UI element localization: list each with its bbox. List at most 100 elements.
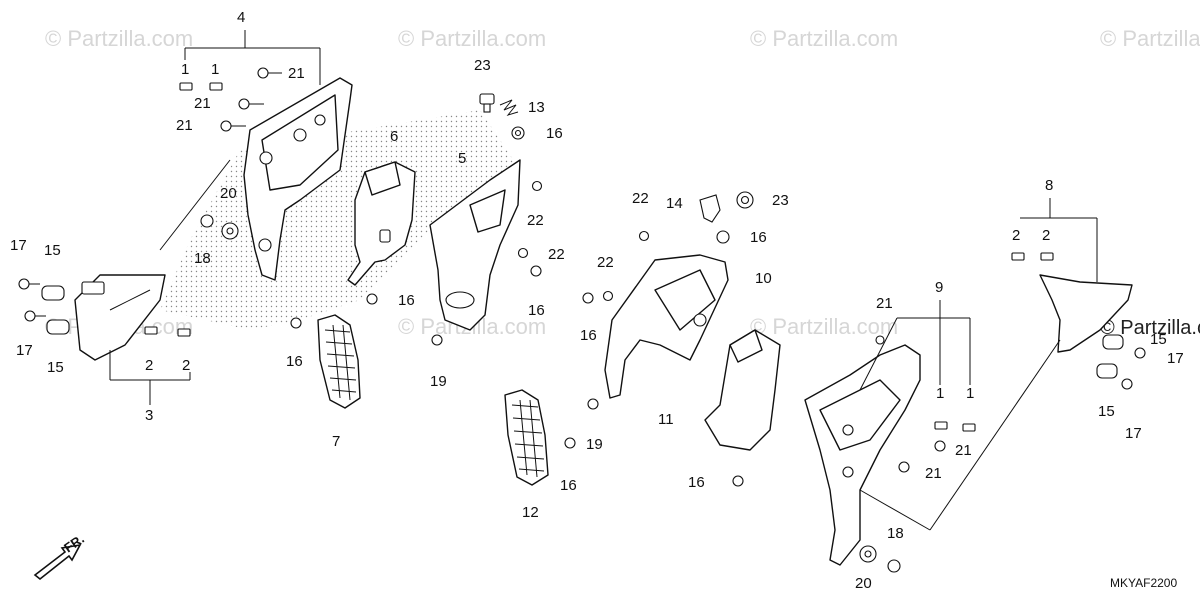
clip-icon — [177, 328, 191, 337]
callout-22: 22 — [527, 212, 544, 229]
collar-icon — [41, 285, 65, 301]
watermark-text: © Partzilla.com — [1100, 26, 1200, 51]
callout-21: 21 — [925, 465, 942, 482]
callout-23: 23 — [772, 192, 789, 209]
screw-icon — [934, 440, 946, 452]
screw-icon — [517, 247, 529, 259]
clip-icon — [144, 326, 158, 335]
screw-icon — [18, 278, 40, 290]
callout-2: 2 — [1042, 227, 1050, 244]
callout-23: 23 — [474, 57, 491, 74]
callout-9: 9 — [935, 279, 943, 296]
callout-15: 15 — [1098, 403, 1115, 420]
callout-15: 15 — [1150, 331, 1167, 348]
callout-21: 21 — [176, 117, 193, 134]
screw-icon — [875, 335, 885, 345]
callout-18: 18 — [887, 525, 904, 542]
bracket-icon — [699, 194, 721, 223]
screw-icon — [431, 334, 443, 346]
screw-icon — [24, 310, 46, 322]
callout-12: 12 — [522, 504, 539, 521]
nut-icon — [564, 437, 576, 449]
clip-icon — [209, 82, 223, 91]
watermark-text: © Partzilla.com — [750, 314, 898, 339]
washer-icon — [859, 545, 877, 563]
front-arrow-icon — [33, 543, 82, 581]
callout-19: 19 — [586, 436, 603, 453]
callout-16: 16 — [688, 474, 705, 491]
grommet-icon — [736, 191, 754, 209]
collar-icon — [1096, 363, 1118, 379]
bolt-icon — [479, 93, 495, 113]
callout-19: 19 — [430, 373, 447, 390]
screw-icon — [531, 180, 543, 192]
part-3-side-panel[interactable] — [74, 274, 166, 361]
callout-21: 21 — [955, 442, 972, 459]
callout-11: 11 — [658, 411, 674, 428]
screw-icon — [602, 290, 614, 302]
callout-20: 20 — [855, 575, 872, 592]
callout-16: 16 — [546, 125, 563, 142]
nut-icon — [732, 475, 744, 487]
callout-3: 3 — [145, 407, 153, 424]
part-9-front-cowl[interactable] — [804, 344, 921, 566]
part-8-side-panel[interactable] — [1039, 274, 1133, 353]
callout-22: 22 — [632, 190, 649, 207]
screw-icon — [1121, 378, 1133, 390]
callout-1: 1 — [936, 385, 944, 402]
clip-icon — [179, 82, 193, 91]
hardware-layer — [18, 67, 1146, 573]
screw-icon — [587, 398, 599, 410]
part-12-grille[interactable] — [504, 389, 549, 486]
part-10-bracket[interactable] — [604, 254, 729, 399]
screw-icon — [220, 120, 246, 132]
callouts: 4 1 1 21 21 21 23 13 16 6 5 20 17 15 18 … — [10, 9, 1184, 592]
collar-icon — [46, 319, 70, 335]
callout-22: 22 — [548, 246, 565, 263]
callout-17: 17 — [1125, 425, 1142, 442]
bolt-icon — [200, 214, 214, 228]
screw-icon — [898, 461, 910, 473]
screw-icon — [638, 230, 650, 242]
callout-10: 10 — [755, 270, 772, 287]
screw-icon — [1134, 347, 1146, 359]
nut-icon — [366, 293, 378, 305]
clip-icon — [1040, 252, 1054, 261]
callout-16: 16 — [286, 353, 303, 370]
callout-4: 4 — [237, 9, 245, 26]
callout-21: 21 — [288, 65, 305, 82]
washer-icon — [221, 222, 239, 240]
nut-icon — [582, 292, 594, 304]
callout-16: 16 — [560, 477, 577, 494]
callout-5: 5 — [458, 150, 466, 167]
callout-8: 8 — [1045, 177, 1053, 194]
callout-17: 17 — [16, 342, 33, 359]
part-7-grille[interactable] — [317, 314, 361, 409]
callout-2: 2 — [1012, 227, 1020, 244]
nut-icon — [511, 126, 525, 140]
callout-1: 1 — [181, 61, 189, 78]
part-11-air-duct[interactable] — [704, 329, 781, 451]
clip-icon — [934, 421, 948, 430]
part-4-cover-bracket[interactable] — [243, 77, 353, 281]
callout-2: 2 — [145, 357, 153, 374]
callout-7: 7 — [332, 433, 340, 450]
nut-icon — [290, 317, 302, 329]
screw-icon — [238, 98, 264, 110]
clip-icon — [962, 423, 976, 432]
part-5-inner-panel[interactable] — [429, 159, 521, 331]
bolt-icon — [887, 559, 901, 573]
callout-16: 16 — [398, 292, 415, 309]
callout-16: 16 — [528, 302, 545, 319]
callout-18: 18 — [194, 250, 211, 267]
callout-14: 14 — [666, 195, 683, 212]
leader-lines — [109, 30, 1098, 531]
collar-icon — [1102, 334, 1124, 350]
callout-13: 13 — [528, 99, 545, 116]
watermark-text: © Partzilla.com — [45, 26, 193, 51]
callout-6: 6 — [390, 128, 398, 145]
watermark-text: © Partzilla.com — [750, 26, 898, 51]
callout-15: 15 — [47, 359, 64, 376]
part-6-air-duct[interactable] — [347, 161, 416, 286]
